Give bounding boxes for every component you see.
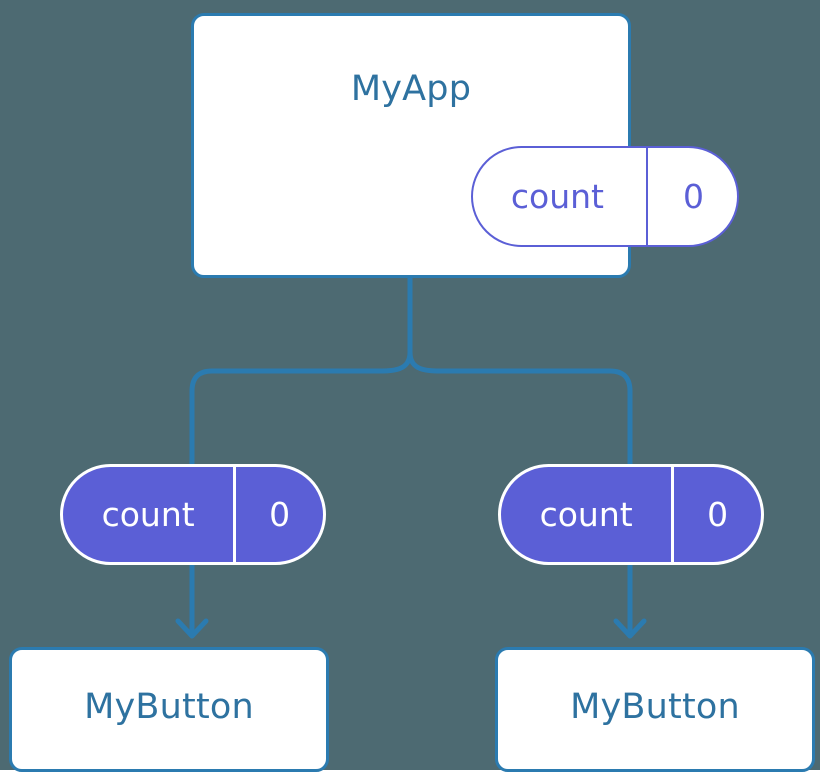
component-title-mybutton: MyButton xyxy=(84,687,254,727)
component-box-mybutton-left[interactable]: MyButton xyxy=(9,647,329,772)
state-key-label: count xyxy=(510,177,604,216)
connector-branch-right xyxy=(407,351,633,464)
component-title-mybutton: MyButton xyxy=(570,687,740,727)
component-title-myapp: MyApp xyxy=(350,69,472,109)
component-box-mybutton-right[interactable]: MyButton xyxy=(495,647,815,772)
state-key-label: count xyxy=(539,495,633,534)
state-pill-child-right[interactable]: count 0 xyxy=(498,464,764,565)
connector-branch-left xyxy=(189,351,413,464)
component-box-myapp[interactable]: MyApp count 0 xyxy=(191,13,739,278)
arrow-right xyxy=(613,565,647,639)
state-value-label: 0 xyxy=(645,148,737,245)
state-value-label: 0 xyxy=(671,467,761,562)
state-pill-myapp[interactable]: count 0 xyxy=(471,146,739,247)
state-value-label: 0 xyxy=(233,467,323,562)
state-pill-child-left[interactable]: count 0 xyxy=(60,464,326,565)
arrow-left xyxy=(175,565,209,639)
state-key-label: count xyxy=(101,495,195,534)
